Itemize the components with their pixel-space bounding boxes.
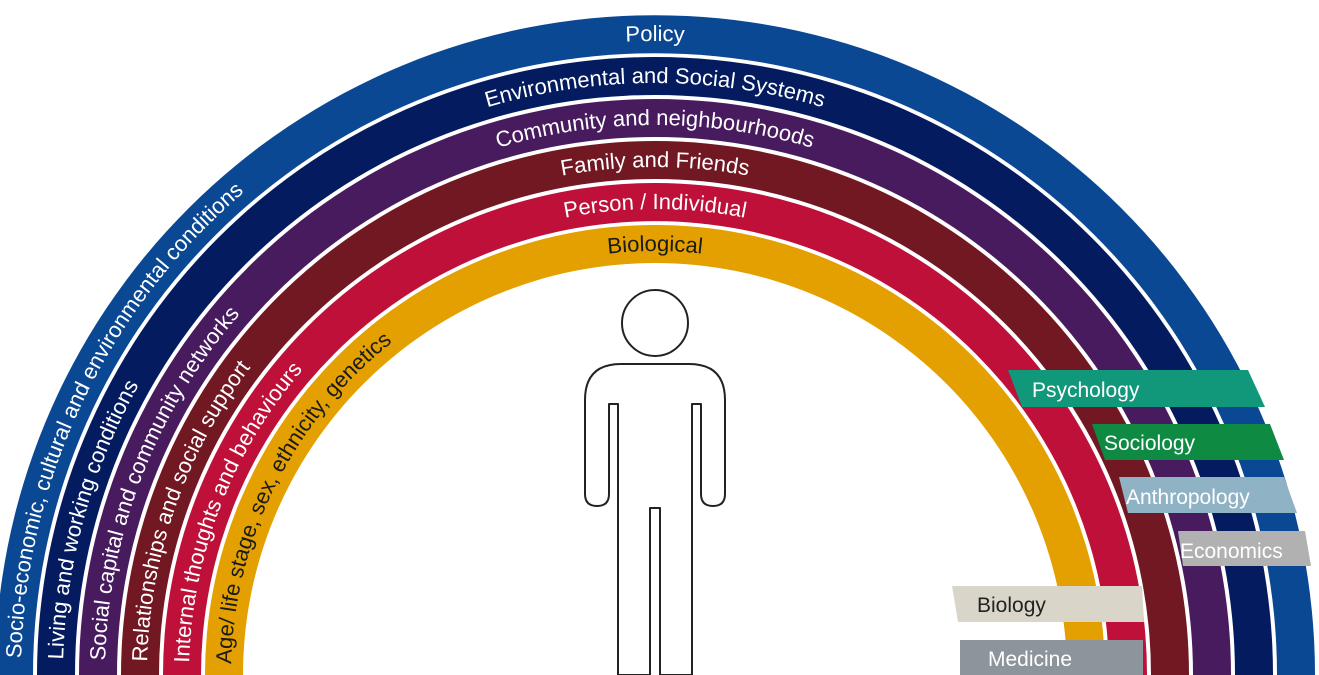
tag-biology-label: Biology: [977, 594, 1046, 617]
band-policy-title: Policy: [625, 21, 685, 47]
tag-sociology: [1092, 424, 1284, 460]
band-biological-title: Biological: [606, 231, 704, 259]
tag-anthropology: [1119, 477, 1297, 513]
discipline-tags: PsychologySociologyAnthropologyEconomics…: [952, 370, 1311, 675]
tag-medicine: [960, 640, 1143, 675]
tag-economics-label: Economics: [1180, 540, 1283, 563]
tag-psychology: [1008, 370, 1265, 407]
tag-medicine-label: Medicine: [988, 648, 1072, 671]
tag-sociology-label: Sociology: [1104, 432, 1196, 455]
tag-biology: [952, 586, 1144, 622]
tag-economics: [1178, 531, 1311, 566]
person-outline-icon: [584, 289, 726, 675]
tag-psychology-label: Psychology: [1032, 379, 1140, 402]
tag-anthropology-label: Anthropology: [1126, 486, 1250, 509]
